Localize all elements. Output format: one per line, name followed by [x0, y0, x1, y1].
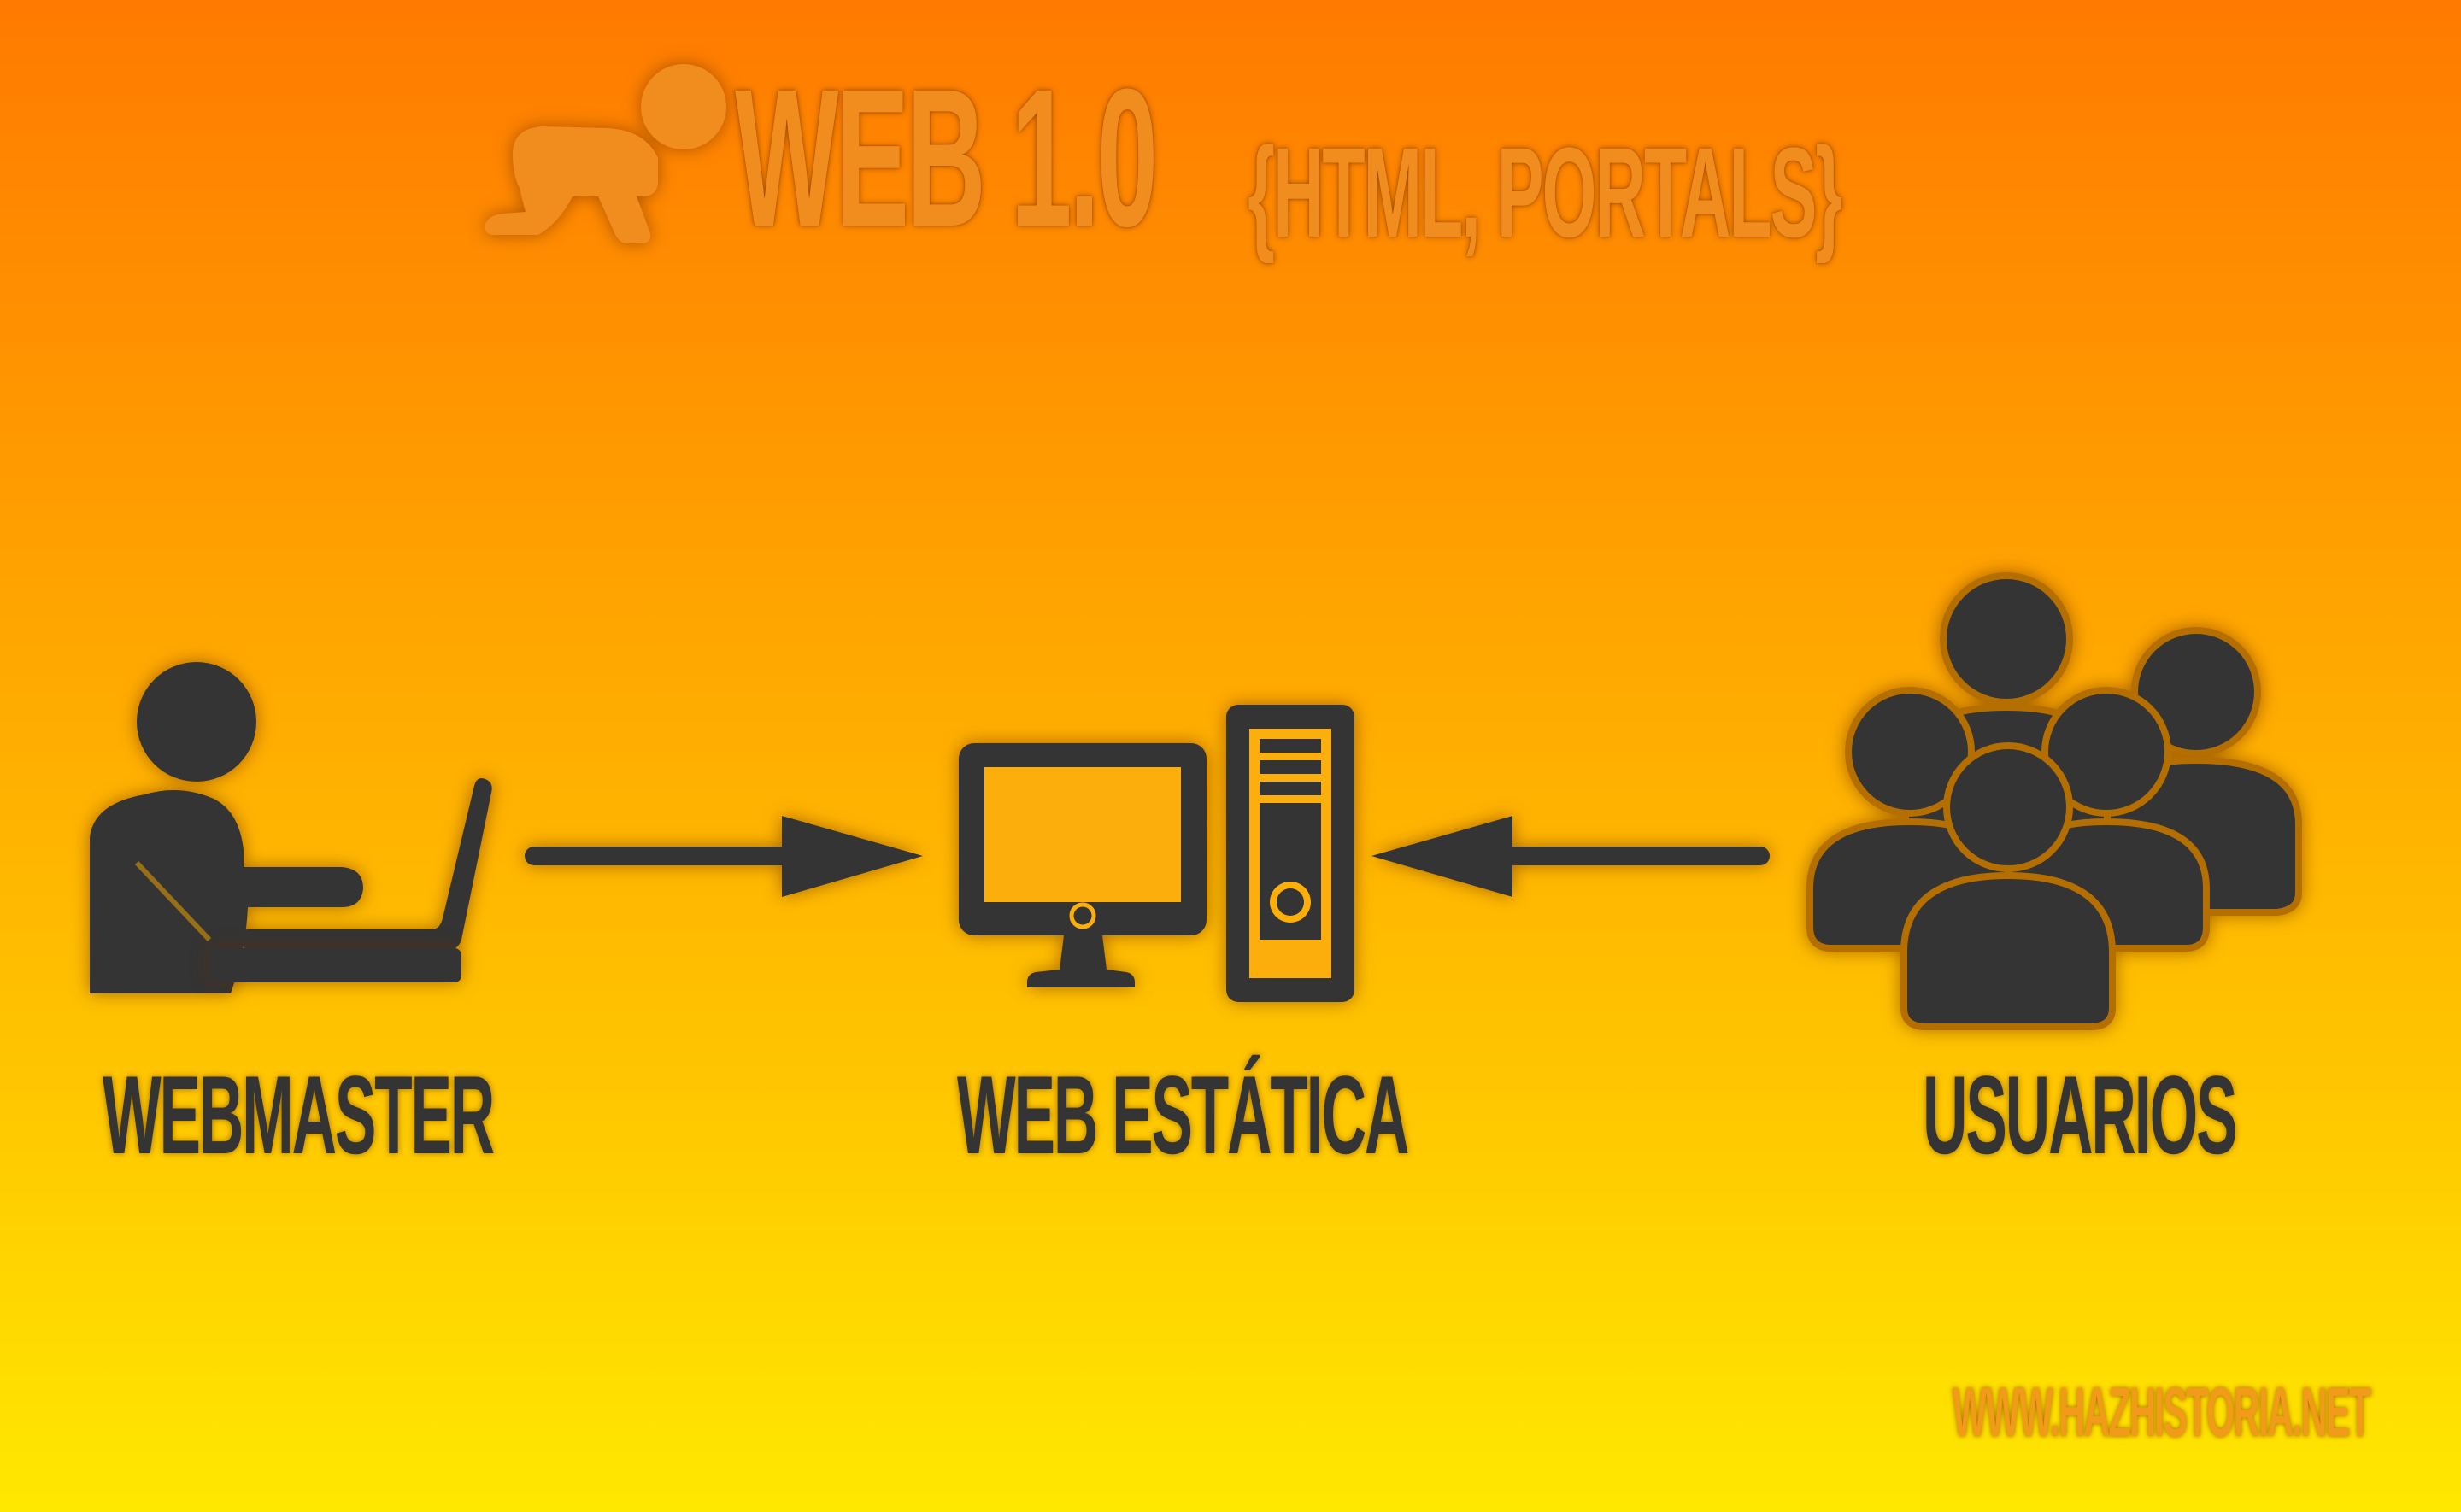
diagram-title: WEB 1.0	[735, 48, 1158, 267]
group-users-icon	[1806, 572, 2302, 1030]
arrow-webmaster-to-web	[525, 816, 923, 897]
label-webmaster: WEBMASTER	[103, 1052, 495, 1177]
crawling-baby-icon	[485, 64, 726, 243]
person-laptop-icon	[90, 662, 492, 993]
label-usuarios: USUARIOS	[1923, 1052, 2238, 1177]
laptop-base-shape	[209, 948, 461, 982]
site-watermark: WWW.HAZHISTORIA.NET	[1953, 1374, 2371, 1451]
arrow-users-to-web	[1371, 816, 1770, 897]
label-web-estatica: WEB ESTÁTICA	[957, 1052, 1409, 1177]
desktop-computer-icon	[959, 705, 1354, 1002]
diagram-subtitle: {HTML, PORTALS}	[1248, 120, 1842, 264]
